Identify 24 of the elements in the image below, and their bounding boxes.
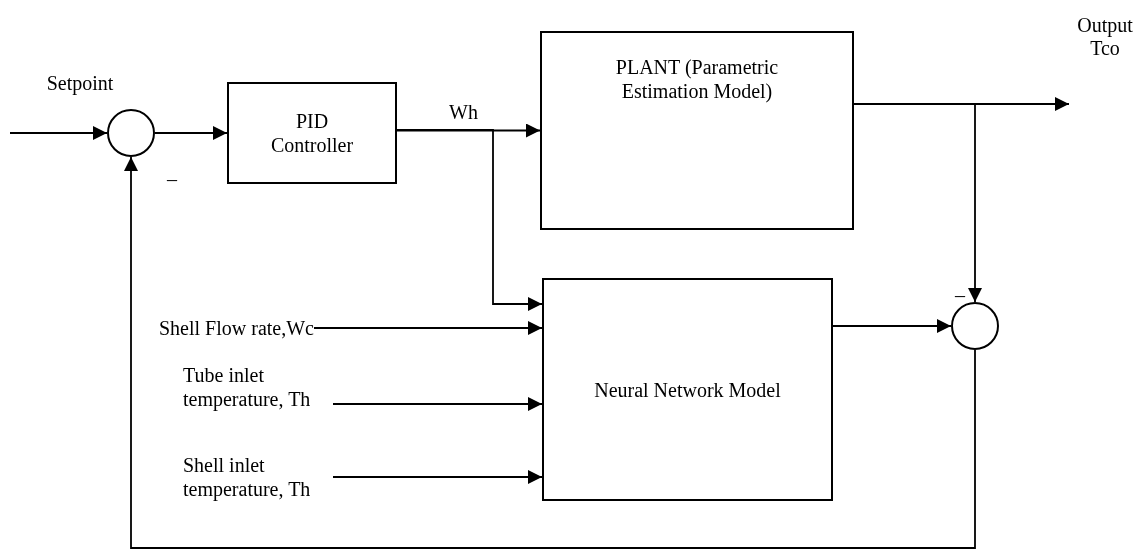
minus-sign: – <box>166 168 178 191</box>
arrow <box>853 103 982 303</box>
arrow <box>332 397 543 411</box>
input-label: Setpoint <box>45 72 115 95</box>
block-label: PID Controller <box>269 109 355 157</box>
minus-sign: – <box>954 284 966 307</box>
summing-junction <box>107 109 155 157</box>
summing-junction <box>951 302 999 350</box>
input-label: Tube inlet temperature, Th <box>183 360 333 414</box>
block-label: Neural Network Model <box>594 377 781 402</box>
input-label: Shell inlet temperature, Th <box>183 450 333 504</box>
output-label: Output Tco <box>1076 14 1134 60</box>
arrow <box>9 126 108 140</box>
arrow <box>154 126 228 140</box>
arrow <box>832 319 952 333</box>
arrow <box>313 321 543 335</box>
arrow <box>124 156 976 549</box>
arrow <box>332 470 543 484</box>
arrow <box>396 129 543 311</box>
block-label: PLANT (Parametric Estimation Model) <box>614 55 780 103</box>
block-box <box>542 278 833 501</box>
block-box <box>540 31 854 230</box>
block-box <box>227 82 397 184</box>
input-label: Shell Flow rate,Wc <box>159 313 314 343</box>
